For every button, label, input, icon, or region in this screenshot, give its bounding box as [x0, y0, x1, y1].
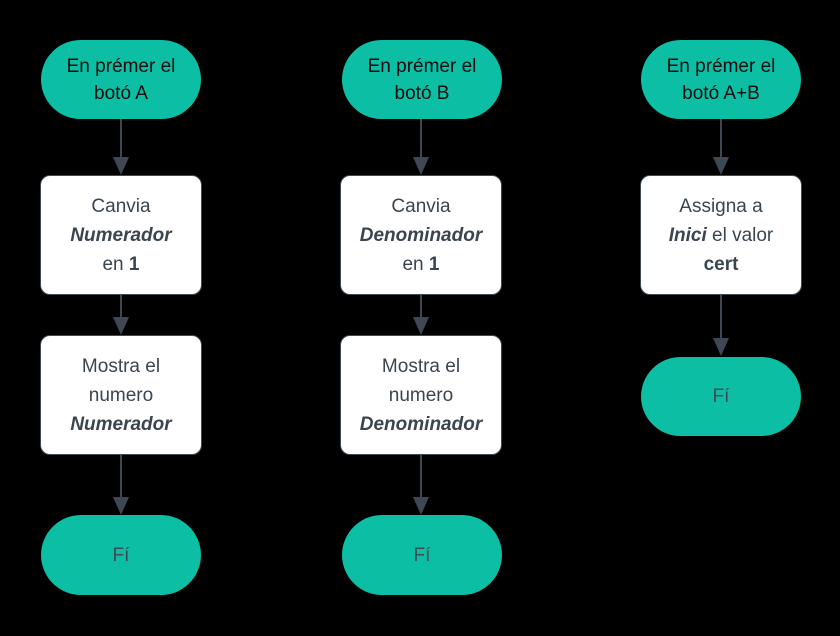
- text-line: botó B: [394, 82, 450, 104]
- variable-name: Denominador: [359, 224, 483, 246]
- text-line: botó A+B: [682, 82, 760, 104]
- process-box-canvia-numerador: Canvia Numerador en 1: [40, 175, 202, 295]
- start-node-label: En prémer el botó B: [368, 53, 477, 107]
- connector-arrow: [113, 455, 129, 515]
- text-line: botó A: [94, 82, 148, 104]
- end-node-label: Fí: [112, 544, 130, 566]
- text-line: numero: [388, 384, 454, 406]
- connector-arrow: [413, 455, 429, 515]
- process-box-assigna-inici: Assigna a Inici el valor cert: [640, 175, 802, 295]
- process-box-label: Mostra el numero Numerador: [70, 352, 171, 439]
- arrow-line: [720, 119, 722, 157]
- variable-name: Numerador: [70, 224, 172, 246]
- arrow-line: [420, 455, 422, 497]
- arrow-line: [420, 295, 422, 317]
- process-box-canvia-denominador: Canvia Denominador en 1: [340, 175, 502, 295]
- value-segment: cert: [703, 253, 739, 275]
- start-node-label: En prémer el botó A+B: [667, 53, 776, 107]
- process-box-label: Canvia Denominador en 1: [360, 192, 482, 279]
- arrow-head-icon: [113, 157, 129, 175]
- end-node-fi-a-b: Fí: [641, 357, 801, 436]
- arrow-head-icon: [713, 338, 729, 356]
- arrow-line: [420, 119, 422, 157]
- text-line: Canvia: [391, 195, 451, 217]
- process-box-label: Mostra el numero Denominador: [360, 352, 482, 439]
- process-box-mostra-denominador: Mostra el numero Denominador: [340, 335, 502, 455]
- variable-name: Numerador: [70, 413, 172, 435]
- end-node-label: Fí: [413, 544, 431, 566]
- connector-arrow: [713, 119, 729, 175]
- connector-arrow: [413, 295, 429, 335]
- arrow-line: [120, 455, 122, 497]
- start-node-boto-a: En prémer el botó A: [41, 40, 201, 119]
- arrow-line: [120, 295, 122, 317]
- arrow-line: [720, 295, 722, 338]
- connector-arrow: [113, 295, 129, 335]
- arrow-head-icon: [413, 497, 429, 515]
- text-line: numero: [88, 384, 154, 406]
- variable-name: Denominador: [359, 413, 483, 435]
- arrow-head-icon: [113, 497, 129, 515]
- text-line: En prémer el: [367, 55, 477, 77]
- value-segment: 1: [128, 253, 140, 275]
- arrow-head-icon: [413, 157, 429, 175]
- text-segment: en: [402, 253, 429, 275]
- arrow-head-icon: [413, 317, 429, 335]
- end-node-label: Fí: [712, 386, 730, 407]
- text-segment: el valor: [706, 224, 774, 246]
- start-node-label: En prémer el botó A: [67, 53, 176, 107]
- process-box-label: Assigna a Inici el valor cert: [669, 192, 774, 279]
- variable-name: Inici: [668, 224, 707, 246]
- text-line: En prémer el: [66, 55, 176, 77]
- start-node-boto-b: En prémer el botó B: [342, 40, 502, 119]
- text-line: En prémer el: [666, 55, 776, 77]
- process-box-label: Canvia Numerador en 1: [70, 192, 171, 279]
- text-line: Mostra el: [381, 355, 461, 377]
- text-line: Assigna a: [679, 195, 763, 217]
- text-segment: en: [102, 253, 129, 275]
- arrow-line: [120, 119, 122, 157]
- text-line: Canvia: [91, 195, 151, 217]
- connector-arrow: [113, 119, 129, 175]
- value-segment: 1: [428, 253, 440, 275]
- arrow-head-icon: [113, 317, 129, 335]
- end-node-fi-a: Fí: [41, 515, 201, 595]
- text-line: Mostra el: [81, 355, 161, 377]
- start-node-boto-a-b: En prémer el botó A+B: [641, 40, 801, 119]
- connector-arrow: [713, 295, 729, 356]
- end-node-fi-b: Fí: [342, 515, 502, 595]
- arrow-head-icon: [713, 157, 729, 175]
- connector-arrow: [413, 119, 429, 175]
- process-box-mostra-numerador: Mostra el numero Numerador: [40, 335, 202, 455]
